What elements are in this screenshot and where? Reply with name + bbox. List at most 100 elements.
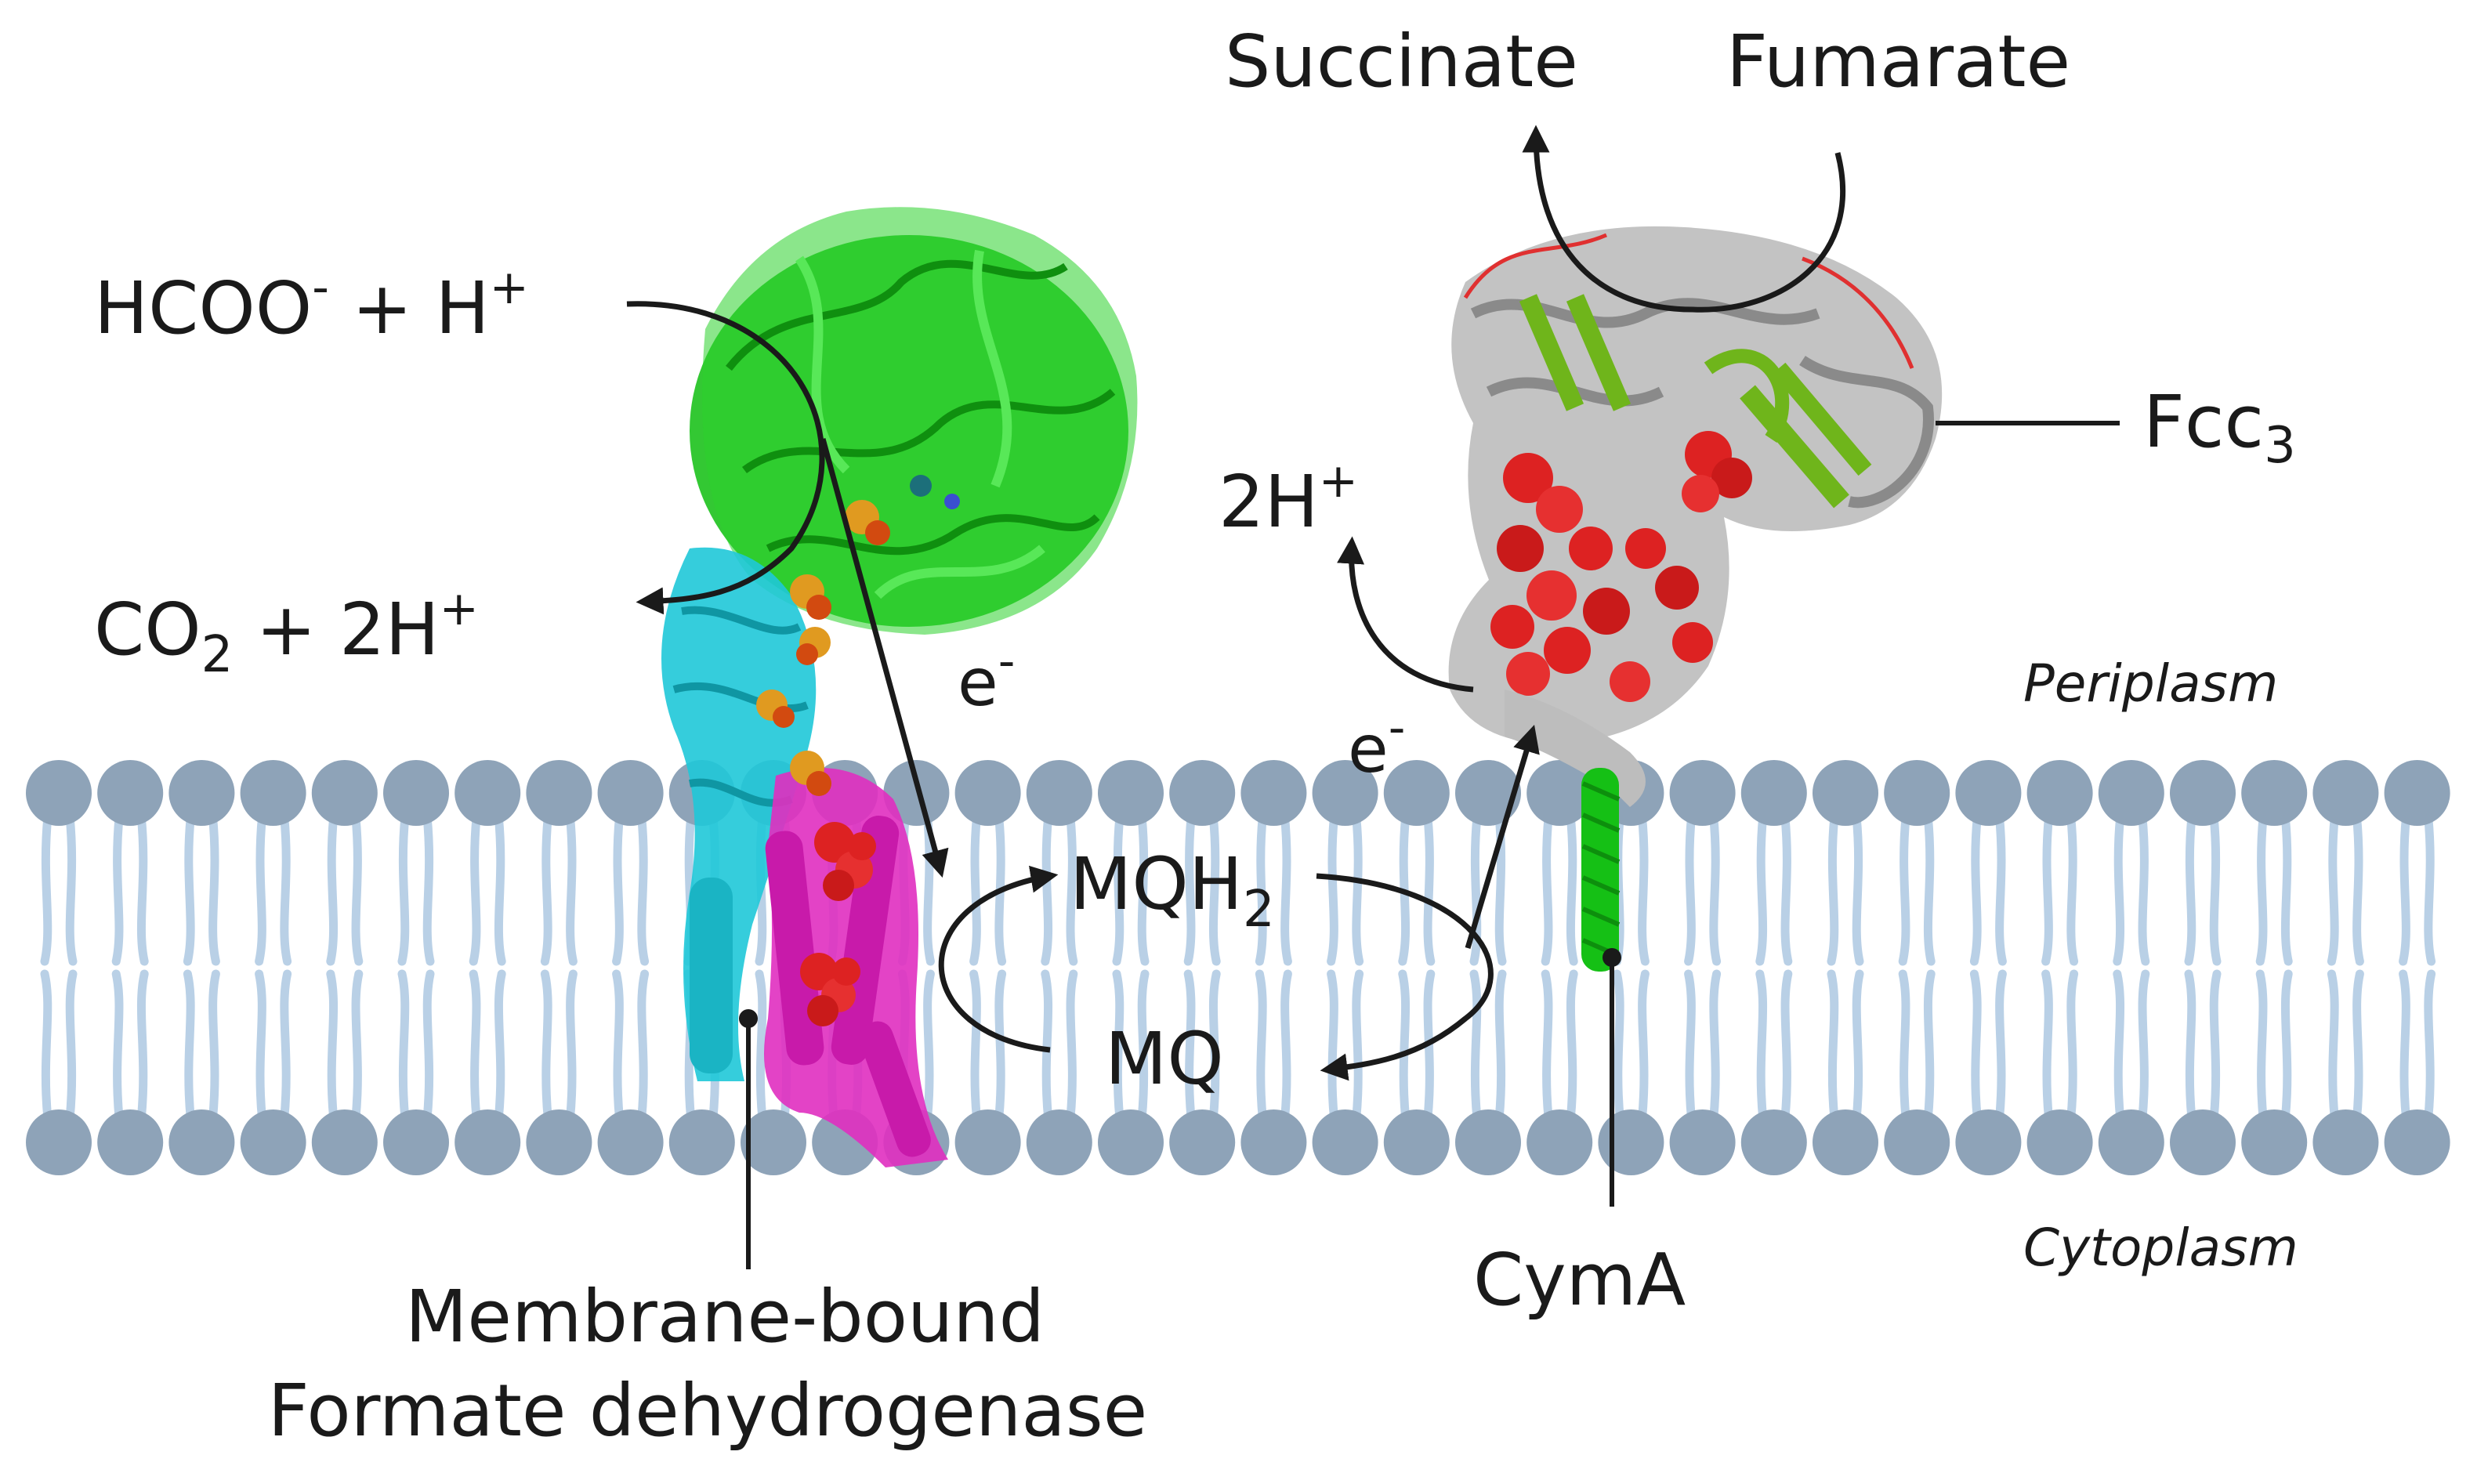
lipid-head [1669,760,1736,826]
lipid-tail [1469,969,1482,1124]
lipid-tail [1684,812,1697,966]
lipid-tail [111,969,124,1124]
lipid-tail [255,969,267,1124]
lipid-tail [1423,969,1436,1124]
lipid-tail [1541,969,1553,1124]
lipid-head [741,1109,806,1175]
periplasm-label: Periplasm [2023,653,2278,714]
lipid-tail [1923,969,1936,1124]
fdh-electron-transfer-arrow [820,438,949,878]
lipid-head [2026,1109,2093,1175]
lipid-tail [1352,969,1364,1124]
lipid-tail [1398,812,1411,966]
lipid-tail [1469,812,1482,966]
lipid-tail [1612,969,1624,1124]
lipid-head [1026,760,1092,826]
lipid-tail [2041,969,2054,1124]
lipid-tail [1352,812,1364,966]
lipid-head [1240,1109,1307,1175]
lipid-head [2384,1109,2450,1175]
lipid-tail [2280,969,2293,1124]
lipid-tail [1183,812,1196,966]
lipid-tail [65,969,78,1124]
lipid-tail [40,969,53,1124]
lipid-head [954,760,1021,826]
lipid-head [1383,760,1450,826]
lipid-tail [1827,969,1839,1124]
lipid-tail [1755,969,1768,1124]
lipid-tail [1137,812,1150,966]
lipid-tail [422,812,435,966]
succinate-label: Succinate [1225,20,1578,103]
lipid-tail [183,969,195,1124]
lipid-head [311,760,378,826]
lipid-head [1526,760,1593,826]
lipid-tail [255,812,267,966]
lipid-tail [969,812,982,966]
lipid-head [1098,760,1164,826]
lipid-head [240,1109,306,1175]
lipid-tail [2424,969,2436,1124]
lipid-tail [1994,969,2007,1124]
lipid-tail [326,812,339,966]
lipid-tail [612,969,625,1124]
fdh-alpha-subunit [690,207,1138,635]
lipid-tail [1566,969,1578,1124]
lipid-tail [1969,969,1982,1124]
lipid-head [26,760,92,826]
lipid-tail [208,812,220,966]
lipid-tail [183,812,195,966]
lipid-tail [922,969,935,1124]
lipid-head [311,1109,378,1175]
lipid-head [1955,1109,2022,1175]
lipid-head [97,760,164,826]
proton-release-label: 2H+ [1219,454,1358,544]
formate-dehydrogenase-structure [661,207,1138,1167]
lipid-head [26,1109,92,1175]
lipid-tail [2399,969,2411,1124]
lipid-tail [397,812,410,966]
lipid-head [2241,760,2308,826]
lipid-tail [136,969,149,1124]
lipid-head [954,1109,1021,1175]
lipid-head [1884,760,1950,826]
lipid-head [383,1109,449,1175]
lipid-tail [2352,969,2364,1124]
lipid-tail [1969,812,1982,966]
lipid-tail [922,812,935,966]
lipid-tail [2280,812,2293,966]
lipid-tail [351,969,364,1124]
lipid-tail [1780,969,1793,1124]
lipid-tail [2184,969,2196,1124]
lipid-head [1740,1109,1807,1175]
lipid-heads-inner-leaflet [26,1109,2450,1175]
lipid-head [1884,1109,1950,1175]
fdh-heme-groups [800,822,876,1026]
lipid-tail [1852,969,1864,1124]
lipid-tail [2209,812,2222,966]
lipid-tail [111,812,124,966]
lipid-head [2312,760,2379,826]
lipid-head [168,1109,235,1175]
lipid-head [1026,1109,1092,1175]
lipid-tail [469,812,481,966]
lipid-tail [1684,969,1697,1124]
lipid-tail [1112,812,1124,966]
lipid-tail [2352,812,2364,966]
lipid-tail [1494,969,1507,1124]
lipid-head [883,760,950,826]
cyma-electron-transfer-arrow [1465,724,1540,950]
lipid-tail [2066,812,2079,966]
lipid-head [2098,1109,2164,1175]
lipid-tail [1137,969,1150,1124]
lipid-head [455,1109,521,1175]
lipid-head [1598,1109,1664,1175]
lipid-tail [208,969,220,1124]
lipid-head [2026,760,2093,826]
lipid-head [2170,760,2236,826]
lipid-tail [1112,969,1124,1124]
lipid-tail [2327,969,2339,1124]
lipid-tail [494,969,506,1124]
lipid-tail [2138,812,2150,966]
fcc3-structure [1448,226,1943,744]
